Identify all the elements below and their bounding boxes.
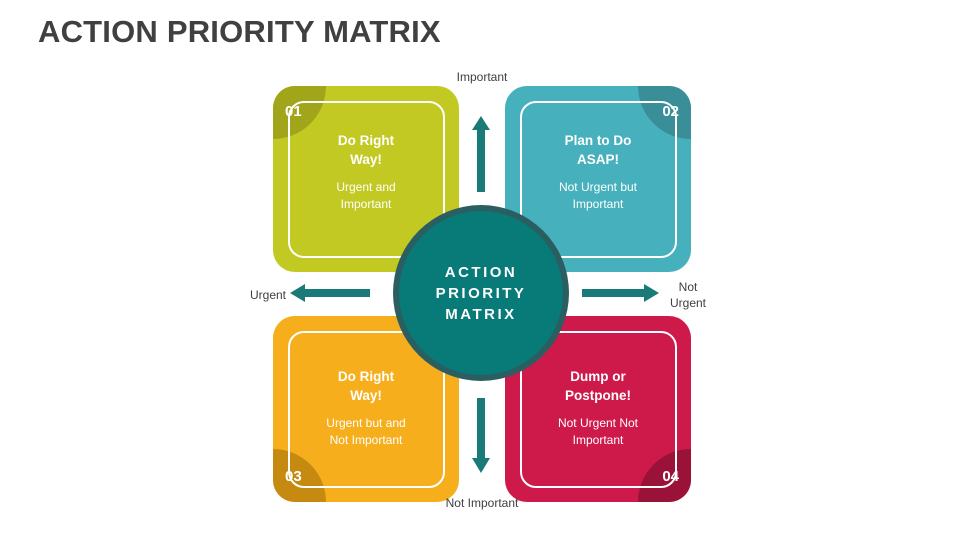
quadrant-description: Not Urgent Not Important bbox=[557, 416, 639, 447]
center-circle: ACTION PRIORITY MATRIX bbox=[393, 205, 569, 381]
quadrant-frame bbox=[520, 101, 677, 258]
quadrant-heading: Dump or Postpone! bbox=[565, 369, 631, 403]
center-circle-inner: ACTION PRIORITY MATRIX bbox=[399, 211, 563, 375]
arrow-up-icon bbox=[472, 116, 490, 192]
quadrant-description: Urgent but and Not Important bbox=[326, 416, 406, 447]
quadrant-text: Do Right Way! Urgent but and Not Importa… bbox=[293, 367, 439, 449]
quadrant-frame bbox=[288, 331, 445, 488]
quadrant-heading: Do Right Way! bbox=[337, 133, 395, 167]
quadrant-02: 02 Plan to Do ASAP! Not Urgent but Impor… bbox=[505, 86, 691, 272]
quadrant-04: 04 Dump or Postpone! Not Urgent Not Impo… bbox=[505, 316, 691, 502]
quadrant-text: Do Right Way! Urgent and Important bbox=[293, 131, 439, 213]
quadrant-heading: Do Right Way! bbox=[337, 369, 395, 403]
axis-label-urgent: Urgent bbox=[249, 288, 287, 302]
page-title: ACTION PRIORITY MATRIX bbox=[38, 14, 441, 49]
quadrant-description: Urgent and Important bbox=[336, 180, 396, 211]
quadrant-description: Not Urgent but Important bbox=[558, 180, 638, 211]
arrow-down-icon bbox=[472, 398, 490, 473]
axis-label-not-urgent: Not Urgent bbox=[669, 280, 707, 310]
arrow-right-icon bbox=[582, 284, 659, 302]
axis-label-important: Important bbox=[456, 70, 508, 84]
quadrant-text: Plan to Do ASAP! Not Urgent but Importan… bbox=[525, 131, 671, 213]
center-label: ACTION PRIORITY MATRIX bbox=[435, 263, 527, 323]
axis-label-not-important: Not Important bbox=[445, 496, 519, 510]
quadrant-01: 01 Do Right Way! Urgent and Important bbox=[273, 86, 459, 272]
quadrant-text: Dump or Postpone! Not Urgent Not Importa… bbox=[525, 367, 671, 449]
quadrant-frame bbox=[288, 101, 445, 258]
arrow-left-icon bbox=[290, 284, 370, 302]
quadrant-heading: Plan to Do ASAP! bbox=[564, 133, 632, 167]
quadrant-frame bbox=[520, 331, 677, 488]
